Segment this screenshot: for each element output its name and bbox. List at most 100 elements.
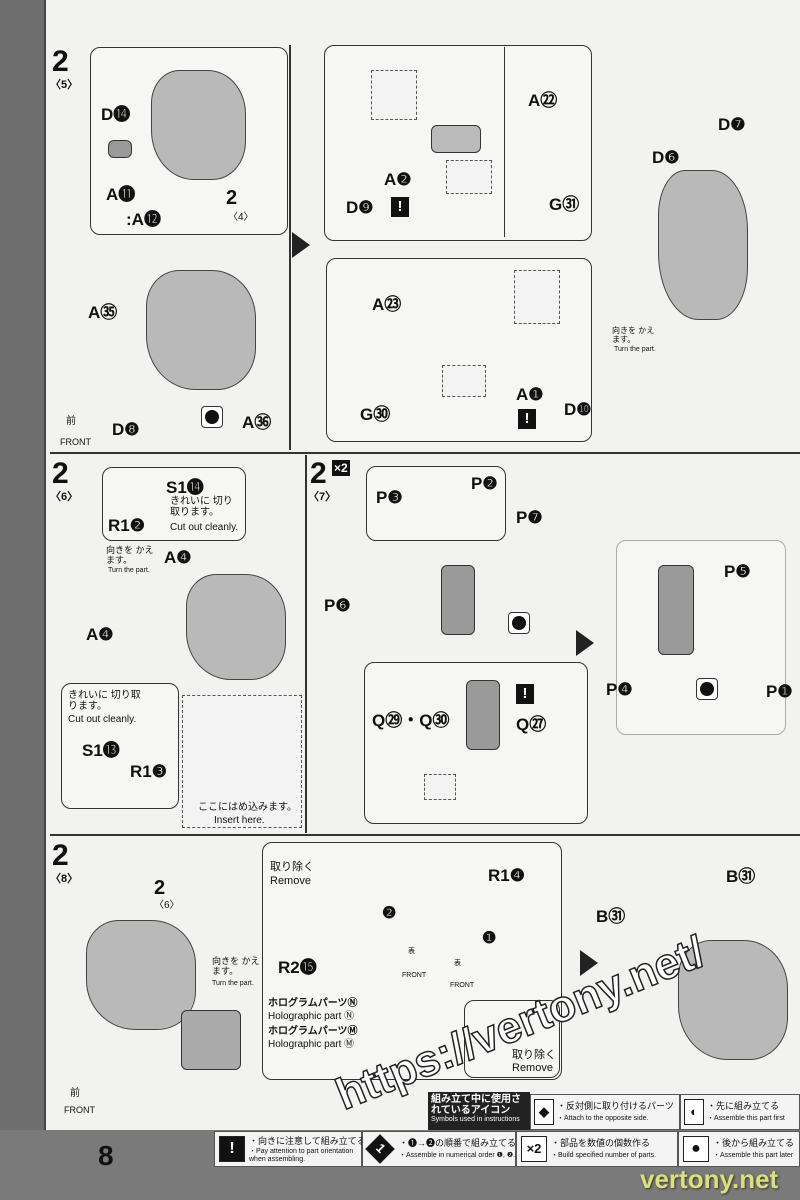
front-jp: 表 — [454, 960, 461, 967]
holo-n-jp: ホログラムパーツⓃ — [268, 998, 358, 1009]
orientation-icon: ! — [219, 1136, 245, 1162]
detail-box — [366, 466, 506, 541]
detail-inset — [446, 160, 492, 194]
detail-inset — [424, 774, 456, 800]
insert-note-en: Insert here. — [214, 815, 265, 826]
ref-step-sub: 〈4〉 — [228, 212, 254, 223]
legend-item-multiple: ×2 ・部品を数値の個数作る ・Build specified number o… — [516, 1131, 678, 1167]
order-2-icon: ❷ — [382, 905, 397, 922]
insert-note-jp: ここにはめ込みます。 — [198, 802, 297, 813]
turn-note-jp: 向きを かえます。 — [212, 956, 260, 976]
legend-en: ・Build specified number of parts. — [551, 1152, 657, 1159]
ref-step-sub: 〈6〉 — [154, 900, 180, 911]
part-label: A❹ — [86, 625, 114, 644]
legend-item-orientation: ! ・向きに注意して組み立てる ・Pay attention to part o… — [214, 1131, 366, 1167]
legend-en: ・Assemble this part later — [713, 1152, 794, 1159]
part-label: D⓮ — [101, 105, 131, 124]
legend-jp: ・向きに注意して組み立てる — [249, 1136, 366, 1146]
part-label: D❼ — [718, 115, 746, 134]
front-jp: 前 — [66, 416, 76, 427]
part-label: P❺ — [724, 562, 751, 581]
legend-en: ・Assemble this part first — [707, 1115, 785, 1122]
detail-box — [102, 467, 246, 541]
part-label: G㉚ — [360, 405, 391, 424]
part-label: S1⓭ — [82, 741, 120, 760]
legend-title-en: Symbols used in instructions — [431, 1116, 520, 1123]
part-label: P❸ — [376, 488, 403, 507]
orientation-icon: ! — [518, 409, 536, 429]
legend-item-first: ◐ ・先に組み立てる ・Assemble this part first — [680, 1094, 800, 1130]
front-jp: 前 — [70, 1088, 80, 1099]
step-sub: 〈5〉 — [50, 79, 79, 91]
chest-part — [186, 574, 286, 680]
part-label: R1❷ — [108, 516, 145, 535]
opposite-side-icon: ◆ — [534, 1099, 554, 1125]
step-sub: 〈7〉 — [308, 491, 337, 503]
part-label: Q㉙・Q㉚ — [372, 711, 450, 730]
turn-note-jp: 向きを かえます。 — [106, 545, 154, 565]
order-icon: 1 — [365, 1134, 395, 1164]
step-number: 2 — [52, 839, 69, 872]
part-label: D❻ — [652, 148, 680, 167]
part — [658, 565, 694, 655]
page-number: 8 — [98, 1140, 114, 1171]
legend-jp: ・先に組み立てる — [707, 1101, 780, 1111]
divider — [50, 452, 800, 454]
chest-assembly — [86, 920, 196, 1030]
legend-jp: ・後から組み立てる — [713, 1138, 795, 1148]
assemble-later-icon — [201, 406, 223, 428]
divider — [504, 47, 505, 237]
holo-m-en: Holographic part Ⓜ — [268, 1039, 355, 1050]
assemble-later-icon — [696, 678, 718, 700]
cut-note-jp: きれいに 切り取ります。 — [68, 690, 141, 712]
part-label: P❼ — [516, 508, 543, 527]
manual-page: 2 〈5〉 D⓮ A⓫ :A⓬ 2 〈4〉 A㉟ D❽ A㊱ 前 FRONT D… — [44, 0, 800, 1134]
detail-inset — [514, 270, 560, 324]
front-en: FRONT — [60, 437, 91, 447]
part-label: P❹ — [606, 680, 633, 699]
chest-part — [146, 270, 256, 390]
divider — [289, 45, 291, 450]
watermark-logo: vertony.net — [640, 1164, 779, 1194]
legend-en: ・Pay attention to part orientation when … — [249, 1148, 354, 1163]
part-label: A㉒ — [528, 91, 558, 110]
cut-note-en: Cut out cleanly. — [170, 522, 239, 533]
part — [441, 565, 475, 635]
part — [431, 125, 481, 153]
turn-note-en: Turn the part. — [212, 980, 254, 987]
front-jp: 表 — [408, 948, 415, 955]
part-label: R1❹ — [488, 866, 525, 885]
part-label: D❽ — [112, 420, 140, 439]
step-number: 2 — [52, 457, 69, 490]
part — [181, 1010, 241, 1070]
legend-item-order: 1 ・❶→❷の順番で組み立てる ・Assemble in numerical o… — [362, 1131, 519, 1167]
assemble-first-icon: ◐ — [684, 1099, 704, 1125]
part-label: P❶ — [766, 682, 793, 701]
detail-inset — [442, 365, 486, 397]
legend-en: ・Assemble in numerical order ❶, ❷... — [399, 1152, 519, 1159]
part-label: A❷ — [384, 170, 412, 189]
part-label: :A⓬ — [126, 210, 161, 229]
chest-assembly — [678, 940, 788, 1060]
part-label: P❷ — [471, 474, 498, 493]
divider — [305, 455, 307, 833]
cut-note-en: Cut out cleanly. — [68, 714, 137, 725]
order-1-icon: ❶ — [482, 930, 497, 947]
front-en: FRONT — [450, 982, 475, 989]
remove-note-jp: 取り除く — [512, 1049, 556, 1061]
multiplier-badge: ×2 — [332, 460, 350, 476]
legend-jp: ・❶→❷の順番で組み立てる — [399, 1138, 517, 1148]
legend-jp: ・部品を数値の個数作る — [551, 1138, 651, 1148]
legend-jp: ・反対側に取り付けるパーツ — [557, 1101, 674, 1111]
part-label: D❿ — [564, 400, 592, 419]
part-label: Q㉗ — [516, 715, 547, 734]
assemble-later-icon — [508, 612, 530, 634]
next-arrow-icon — [576, 630, 594, 656]
part-label: G㉛ — [549, 195, 580, 214]
front-en: FRONT — [402, 972, 427, 979]
chest-assembly — [658, 170, 748, 320]
remove-note-en: Remove — [270, 875, 311, 887]
front-en: FRONT — [64, 1105, 95, 1115]
detail-inset — [371, 70, 417, 120]
part-label: A❹ — [164, 548, 192, 567]
